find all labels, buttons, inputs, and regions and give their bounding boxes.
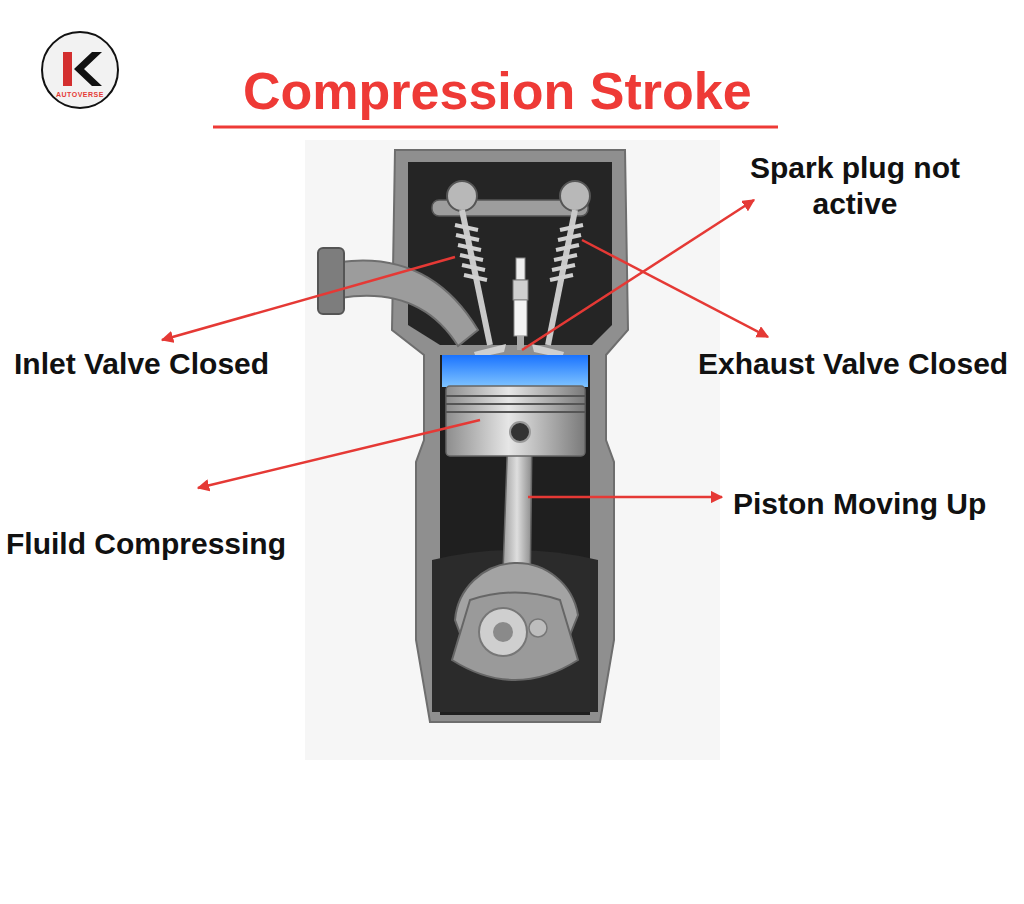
title-underline xyxy=(213,126,778,129)
part-label: Exhaust Valve Closed xyxy=(698,346,1008,382)
leader-line xyxy=(198,420,480,488)
leader-line xyxy=(528,496,722,499)
crankshaft xyxy=(452,563,578,680)
diagram-title: Compression Stroke xyxy=(243,60,752,122)
piston xyxy=(446,386,585,456)
intake-pipe xyxy=(340,260,478,346)
compressed-charge xyxy=(442,355,588,387)
leader-line xyxy=(582,240,768,337)
part-label: Inlet Valve Closed xyxy=(14,346,269,382)
cylinder-bore xyxy=(440,355,590,715)
brand-text: AUTOVERSE xyxy=(56,91,104,99)
part-label: Piston Moving Up xyxy=(733,486,986,522)
part-label: Fluild Compressing xyxy=(6,526,286,562)
crankcase xyxy=(432,550,598,712)
spark-plug xyxy=(513,258,528,350)
logo xyxy=(42,32,118,108)
engine-housing xyxy=(392,150,628,722)
part-label: Spark plug not active xyxy=(710,150,1000,222)
leader-line xyxy=(522,200,754,350)
rocker xyxy=(447,181,477,211)
leader-line xyxy=(162,257,455,340)
intake-flange xyxy=(318,248,344,314)
inlet-valve xyxy=(455,210,506,358)
photo-ground xyxy=(305,140,720,760)
rocker xyxy=(560,181,590,211)
exhaust-valve xyxy=(532,210,583,358)
